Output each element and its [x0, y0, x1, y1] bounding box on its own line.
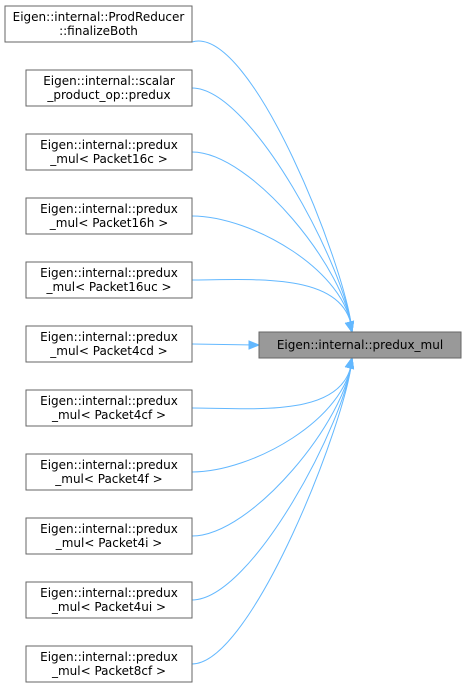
caller-node-label-line2: _mul< Packet4ui > [51, 600, 166, 614]
caller-node[interactable]: Eigen::internal::predux_mul< Packet16uc … [25, 261, 193, 299]
caller-node-label-line1: Eigen::internal::predux [40, 650, 178, 664]
call-edges [191, 40, 355, 665]
target-node-box [258, 331, 462, 359]
call-edge [191, 358, 353, 601]
caller-node-label-line2: ::finalizeBoth [59, 24, 138, 38]
caller-node-box [25, 581, 193, 619]
call-edge [191, 279, 353, 332]
caller-node-label-line1: Eigen::internal::predux [40, 266, 178, 280]
caller-node[interactable]: Eigen::internal::predux_mul< Packet8cf > [25, 645, 193, 683]
caller-node-box [25, 389, 193, 427]
caller-node-label-line2: _mul< Packet16c > [49, 152, 168, 166]
call-edge [191, 87, 353, 332]
arrowhead [344, 320, 355, 334]
caller-node-label-line2: _mul< Packet4i > [55, 536, 163, 550]
caller-node-label-line1: Eigen::internal::predux [40, 330, 178, 344]
caller-node[interactable]: Eigen::internal::ProdReducer::finalizeBo… [4, 5, 193, 43]
caller-node[interactable]: Eigen::internal::predux_mul< Packet4cf > [25, 389, 193, 427]
arrowhead [344, 356, 355, 370]
caller-node[interactable]: Eigen::internal::predux_mul< Packet16c > [25, 133, 193, 171]
call-edge [191, 358, 353, 410]
caller-node-box [25, 69, 193, 107]
caller-node-box [25, 261, 193, 299]
call-edge [191, 40, 353, 332]
caller-node-box [25, 453, 193, 491]
caller-node-label-line2: _product_op::predux [46, 88, 170, 102]
caller-node-label-line2: _mul< Packet4cd > [49, 344, 167, 358]
caller-node-label-line1: Eigen::internal::predux [40, 394, 178, 408]
arrowhead [248, 340, 261, 350]
call-edge [191, 343, 258, 346]
caller-node-label-line1: Eigen::internal::predux [40, 586, 178, 600]
caller-node-box [4, 5, 193, 43]
caller-node-box [25, 197, 193, 235]
caller-node-label-line2: _mul< Packet16h > [49, 216, 169, 230]
call-edge [191, 151, 353, 332]
call-edge [191, 358, 353, 665]
call-edge [191, 358, 353, 473]
caller-node-label-line1: Eigen::internal::predux [40, 458, 178, 472]
caller-node-box [25, 517, 193, 555]
call-edge [191, 215, 353, 332]
caller-node-box [25, 325, 193, 363]
caller-node-label-line1: Eigen::internal::predux [40, 202, 178, 216]
caller-node-box [25, 133, 193, 171]
target-node-label: Eigen::internal::predux_mul [277, 338, 443, 352]
caller-node[interactable]: Eigen::internal::predux_mul< Packet4i > [25, 517, 193, 555]
caller-node-label-line1: Eigen::internal::ProdReducer [13, 10, 185, 24]
caller-node[interactable]: Eigen::internal::predux_mul< Packet16h > [25, 197, 193, 235]
caller-node[interactable]: Eigen::internal::predux_mul< Packet4f > [25, 453, 193, 491]
caller-node-label-line1: Eigen::internal::predux [40, 138, 178, 152]
caller-node-label-line1: Eigen::internal::predux [40, 522, 178, 536]
caller-node-label-line2: _mul< Packet4cf > [51, 408, 166, 422]
call-edge [191, 358, 353, 537]
caller-node[interactable]: Eigen::internal::predux_mul< Packet4cd > [25, 325, 193, 363]
caller-node-box [25, 645, 193, 683]
caller-node-label-line2: _mul< Packet4f > [54, 472, 162, 486]
caller-node-label-line2: _mul< Packet8cf > [51, 664, 166, 678]
caller-node-label-line1: Eigen::internal::scalar [43, 74, 175, 88]
caller-nodes: Eigen::internal::ProdReducer::finalizeBo… [4, 5, 193, 683]
caller-node[interactable]: Eigen::internal::predux_mul< Packet4ui > [25, 581, 193, 619]
caller-node-label-line2: _mul< Packet16uc > [45, 280, 171, 294]
caller-node[interactable]: Eigen::internal::scalar_product_op::pred… [25, 69, 193, 107]
target-node[interactable]: Eigen::internal::predux_mul [258, 331, 462, 359]
